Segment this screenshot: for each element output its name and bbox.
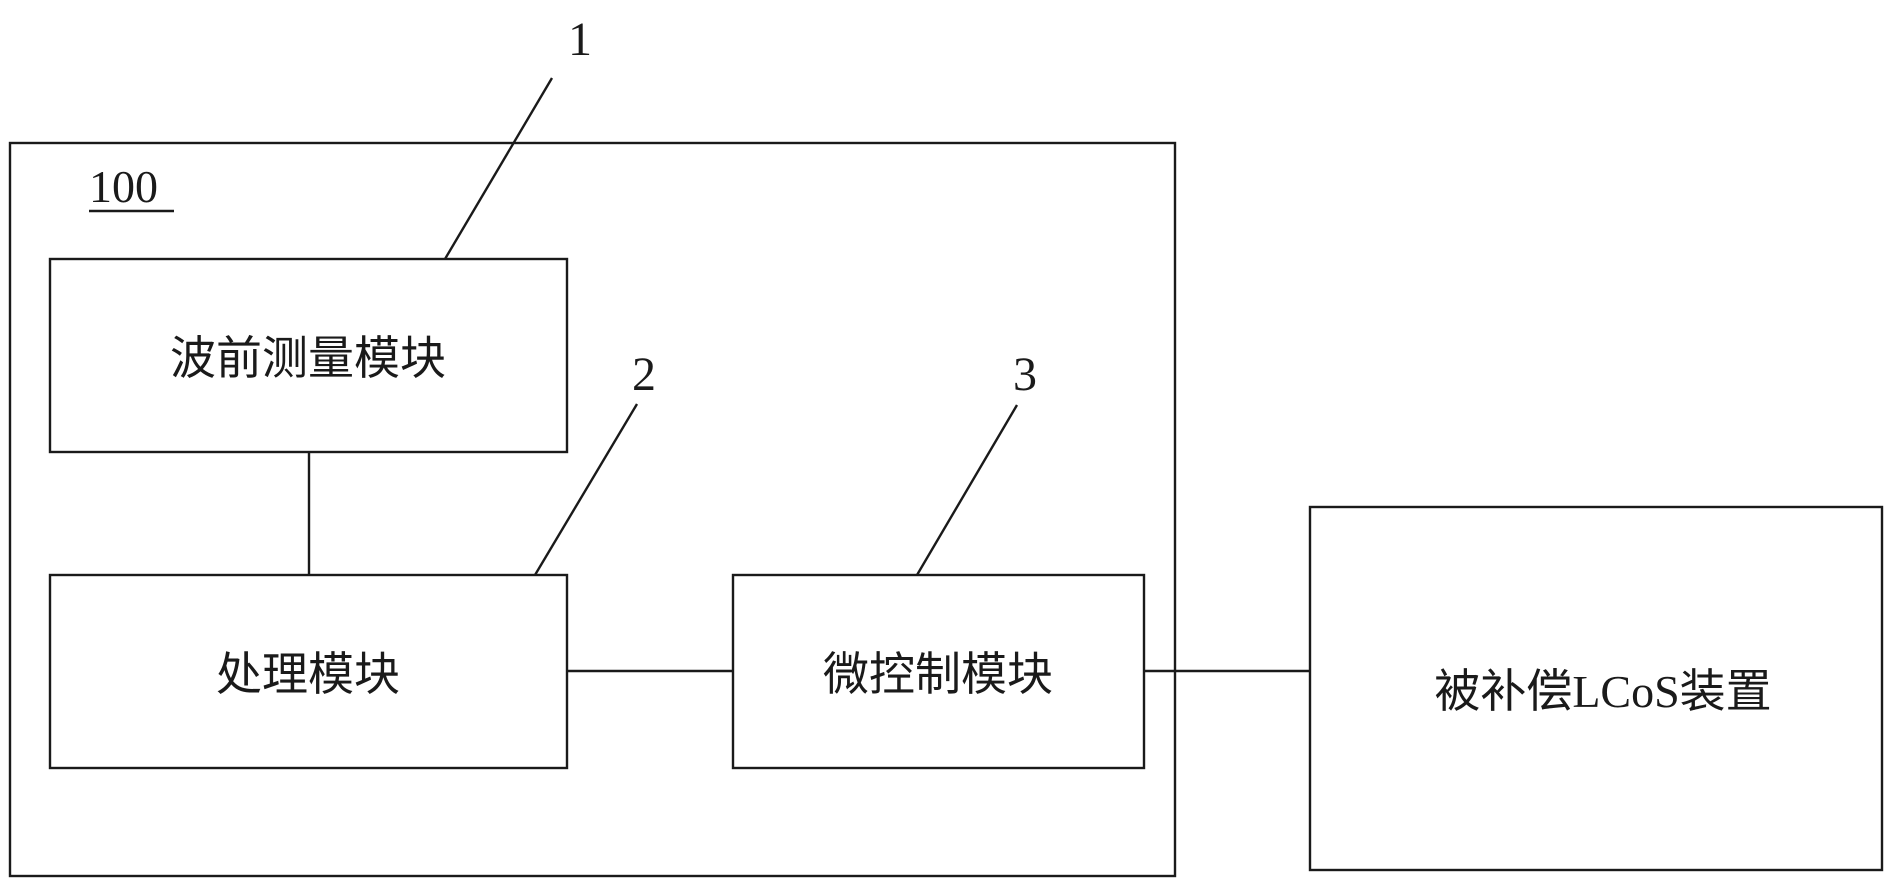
callout-3-leader xyxy=(915,404,1019,576)
processing-module-label: 处理模块 xyxy=(216,647,400,701)
wavefront-measurement-module-box xyxy=(48,257,569,454)
callout-1-number: 1 xyxy=(568,13,592,66)
processing-module-box xyxy=(48,573,569,770)
micro-control-module-label: 微控制模块 xyxy=(823,647,1053,701)
lcos-device-box xyxy=(1308,505,1884,872)
lcos-device-label: 被补偿LCoS装置 xyxy=(1434,666,1771,717)
callout-2-leader xyxy=(533,403,639,576)
callout-3-number: 3 xyxy=(1013,348,1037,401)
callout-2-number: 2 xyxy=(632,348,656,401)
callout-1-leader xyxy=(443,77,554,260)
system-number-label: 100 xyxy=(89,161,158,212)
wavefront-measurement-module-label: 波前测量模块 xyxy=(170,331,446,385)
